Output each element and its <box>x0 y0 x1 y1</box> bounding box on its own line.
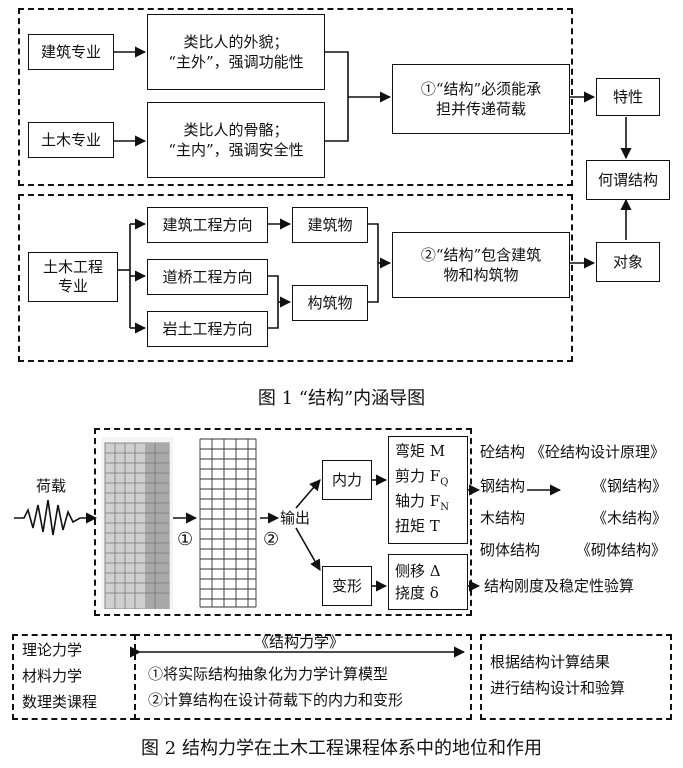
struct-type-3: 砌体结构 <box>480 541 541 559</box>
jianzhu-desc-box: 类比人的外貌； “主外”，强调功能性 <box>147 14 325 90</box>
tumu-desc-box: 类比人的骨骼； “主内”，强调安全性 <box>147 102 325 178</box>
jianzhu-desc-line1: 类比人的外貌； <box>183 32 289 51</box>
frame-model <box>199 438 257 608</box>
force-axial: 轴力 FN <box>395 492 449 513</box>
tumu-major-label: 土木专业 <box>40 130 101 149</box>
point2-line2: 物和构筑物 <box>443 266 519 284</box>
tumu-eng-box: 土木工程 专业 <box>28 252 118 302</box>
struct-type-0: 砼结构 <box>480 443 526 461</box>
course-point2: ②计算结构在设计荷载下的内力和变形 <box>148 691 404 709</box>
dir-building-box: 建筑工程方向 <box>147 207 268 243</box>
object-label: 对象 <box>612 252 643 271</box>
defs-box: 侧移 Δ 挠度 δ <box>388 554 468 610</box>
tumu-desc-line1: 类比人的骨骼； <box>183 120 289 139</box>
course-title: 《结构力学》 <box>254 633 345 651</box>
output-label: 输出 <box>280 509 311 527</box>
what-is-structure-box: 何谓结构 <box>586 160 670 200</box>
deformation-box: 变形 <box>322 566 372 606</box>
struct-book-1: 《钢结构》 <box>592 477 668 495</box>
forces-box: 弯矩 M 剪力 FQ 轴力 FN 扭矩 T <box>388 436 468 544</box>
step1-label: ① <box>177 529 194 550</box>
dir-bridge-label: 道桥工程方向 <box>162 267 253 286</box>
building-box: 建筑物 <box>292 207 368 243</box>
def-deflection: 挠度 δ <box>395 584 439 602</box>
object-box: 对象 <box>596 242 660 282</box>
building-label: 建筑物 <box>307 215 353 234</box>
tumu-eng-line1: 土木工程 <box>42 258 103 277</box>
dir-geo-box: 岩土工程方向 <box>147 311 268 347</box>
point1-box: ①“结构”必须能承 担并传递荷载 <box>392 64 570 134</box>
struct-book-0: 《砼结构设计原理》 <box>530 443 666 461</box>
prereq-1: 材料力学 <box>22 667 83 685</box>
force-shear: 剪力 FQ <box>395 467 449 488</box>
result-line2: 进行结构设计和验算 <box>490 679 626 697</box>
result-line1: 根据结构计算结果 <box>490 653 611 671</box>
struct-type-2: 木结构 <box>480 509 526 527</box>
prereq-2: 数理类课程 <box>22 693 98 711</box>
tumu-major-box: 土木专业 <box>28 122 114 158</box>
internal-force-label: 内力 <box>331 470 362 489</box>
struct-book-3: 《砌体结构》 <box>576 541 667 559</box>
feature-label: 特性 <box>612 87 643 106</box>
def-drift: 侧移 Δ <box>395 561 441 580</box>
point2-line1: ②“结构”包含建筑 <box>420 245 542 264</box>
deformation-label: 变形 <box>331 576 362 595</box>
dir-geo-label: 岩土工程方向 <box>162 319 253 338</box>
jianzhu-major-box: 建筑专业 <box>28 34 114 70</box>
tumu-desc-line2: “主内”，强调安全性 <box>168 141 304 159</box>
structure-work-label: 构筑物 <box>307 293 353 312</box>
what-is-structure-label: 何谓结构 <box>597 170 658 189</box>
course-box <box>134 634 472 720</box>
fig2-caption: 图 2 结构力学在土木工程课程体系中的地位和作用 <box>141 738 542 759</box>
dir-bridge-box: 道桥工程方向 <box>147 259 268 295</box>
jianzhu-desc-line2: “主外”，强调功能性 <box>168 53 304 71</box>
point2-box: ②“结构”包含建筑 物和构筑物 <box>392 232 570 298</box>
course-point1: ①将实际结构抽象化为力学计算模型 <box>148 665 389 683</box>
feature-box: 特性 <box>596 78 660 116</box>
building-image <box>101 437 173 609</box>
result-box <box>480 634 672 720</box>
step2-label: ② <box>263 529 280 550</box>
fig1-bottom-group <box>18 194 573 362</box>
struct-type-1: 钢结构 <box>480 477 526 495</box>
tumu-eng-line2: 专业 <box>57 277 88 295</box>
point1-line1: ①“结构”必须能承 <box>420 79 542 98</box>
load-label: 荷载 <box>36 477 67 495</box>
structure-work-box: 构筑物 <box>292 285 368 321</box>
struct-book-2: 《木结构》 <box>592 509 668 527</box>
force-torsion: 扭矩 T <box>395 517 440 535</box>
fig1-caption: 图 1 “结构”内涵导图 <box>257 388 426 409</box>
check-label: 结构刚度及稳定性验算 <box>484 577 635 595</box>
dir-building-label: 建筑工程方向 <box>162 215 253 234</box>
fig2-main-group <box>94 428 472 616</box>
point1-line2: 担并传递荷载 <box>435 100 526 118</box>
prereq-0: 理论力学 <box>22 641 83 659</box>
force-moment: 弯矩 M <box>395 442 446 460</box>
jianzhu-major-label: 建筑专业 <box>40 42 101 61</box>
internal-force-box: 内力 <box>322 460 372 500</box>
